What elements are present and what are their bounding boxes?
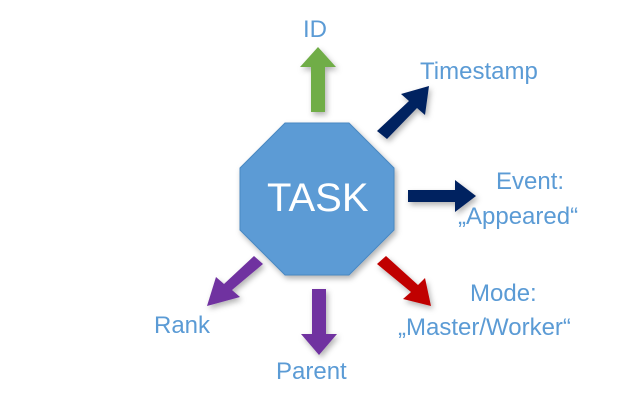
rank-label: Rank bbox=[154, 312, 211, 339]
arrow-event-shape bbox=[408, 180, 476, 212]
arrow-id-shape bbox=[300, 47, 336, 112]
event-label-line-2: „Appeared“ bbox=[458, 203, 579, 230]
arrow-mode-shape bbox=[377, 256, 431, 306]
arrow-id bbox=[300, 47, 336, 112]
arrow-mode bbox=[377, 256, 431, 306]
arrow-timestamp-shape bbox=[377, 86, 429, 139]
arrow-timestamp bbox=[377, 86, 429, 139]
arrow-rank-shape bbox=[207, 256, 263, 306]
mode-label-line-1: Mode: bbox=[470, 280, 537, 307]
event-label-line-1: Event: bbox=[496, 168, 565, 195]
mode-label-line-2: „Master/Worker“ bbox=[398, 314, 571, 341]
task-octagon bbox=[239, 122, 395, 276]
arrow-rank bbox=[207, 256, 263, 306]
arrow-parent bbox=[301, 289, 337, 355]
id-label: ID bbox=[303, 16, 327, 43]
task-label: TASK bbox=[267, 176, 369, 220]
arrow-parent-shape bbox=[301, 289, 337, 355]
parent-label: Parent bbox=[276, 358, 347, 385]
arrow-event bbox=[408, 180, 476, 212]
timestamp-label: Timestamp bbox=[420, 58, 538, 85]
